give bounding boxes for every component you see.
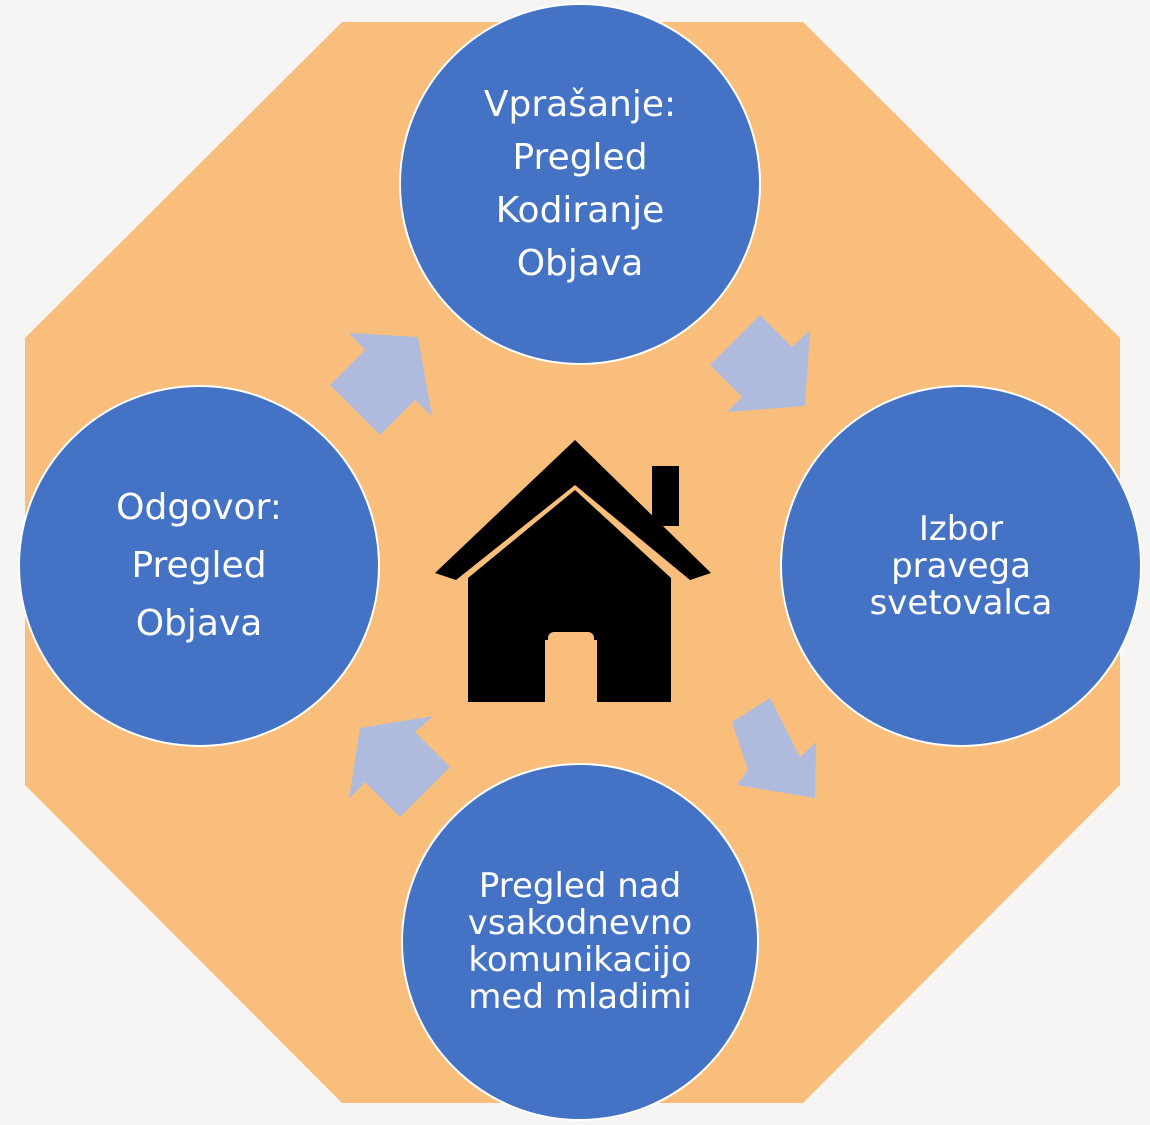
node-question-line-2: Pregled (512, 137, 648, 178)
arrow-bottom-to-left (349, 716, 450, 817)
node-question-line-1: Vprašanje: (483, 84, 677, 125)
node-communication-line-1: Pregled nad (478, 866, 682, 906)
node-communication-line-4: med mladimi (468, 977, 692, 1017)
node-advisor-selection: Izbor pravega svetovalca (780, 385, 1142, 747)
node-communication-overview: Pregled nad vsakodnevno komunikacijo med… (401, 763, 759, 1121)
node-question-line-3: Kodiranje (495, 190, 665, 231)
node-question: Vprašanje: Pregled Kodiranje Objava (399, 3, 761, 365)
node-advisor-line-1: Izbor (918, 508, 1004, 549)
arrow-right-to-bottom (732, 698, 816, 798)
node-question-line-4: Objava (516, 243, 644, 284)
node-advisor-line-3: svetovalca (869, 582, 1053, 623)
node-communication-line-3: komunikacijo (468, 940, 692, 980)
node-advisor-line-2: pravega (891, 545, 1031, 586)
node-answer-line-3: Objava (135, 603, 263, 644)
node-answer-line-2: Pregled (131, 545, 267, 586)
arrow-top-to-right (710, 315, 810, 412)
node-communication-line-2: vsakodnevno (467, 903, 693, 943)
arrow-left-to-top (330, 333, 432, 435)
node-answer: Odgovor: Pregled Objava (18, 385, 380, 747)
node-answer-line-1: Odgovor: (116, 487, 282, 528)
house-icon (435, 440, 711, 702)
